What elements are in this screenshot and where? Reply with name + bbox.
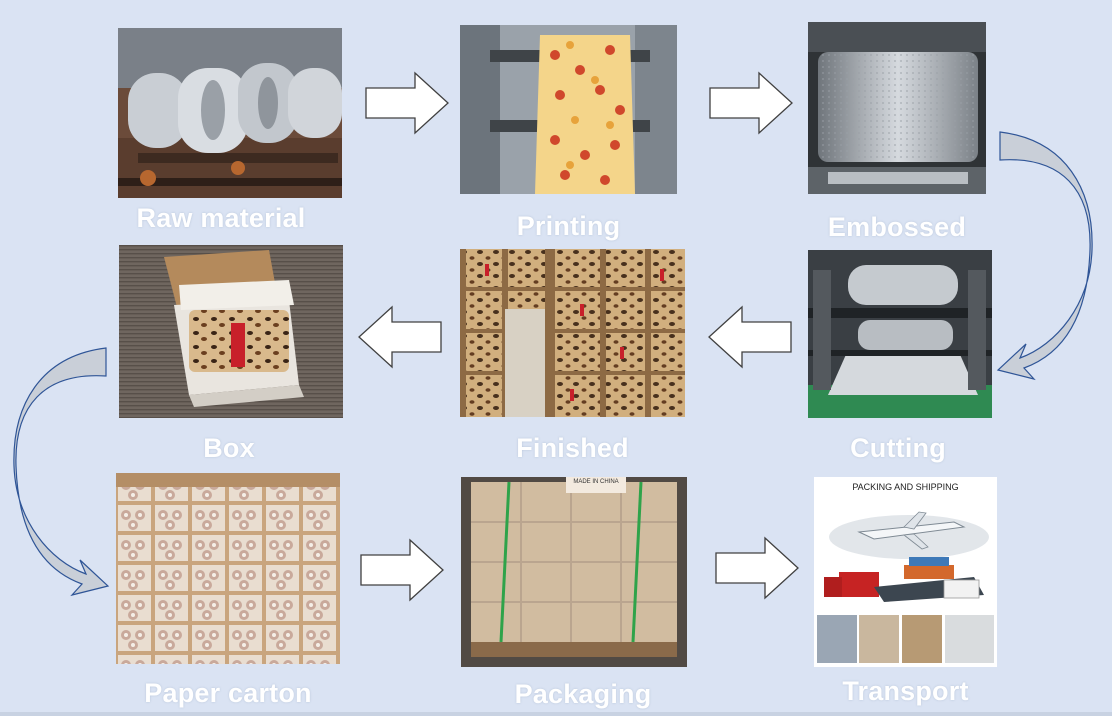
paper-carton-photo	[116, 473, 340, 664]
step-label-raw-material: Raw material	[136, 203, 306, 233]
right-arrow-2	[709, 71, 793, 135]
box-photo	[119, 245, 343, 418]
embossed-photo	[808, 22, 986, 194]
step-label-paper-carton: Paper carton	[144, 678, 312, 708]
right-arrow-1	[365, 71, 449, 135]
step-label-printing: Printing	[516, 211, 621, 241]
step-label-cutting: Cutting	[850, 433, 946, 463]
left-arrow-2	[708, 305, 792, 369]
step-label-embossed: Embossed	[827, 212, 967, 242]
bottom-divider	[0, 712, 1112, 716]
curved-arrow-left	[10, 346, 110, 597]
left-arrow-1	[358, 305, 442, 369]
step-label-transport: Transport	[842, 676, 969, 706]
cutting-photo	[808, 250, 992, 418]
right-arrow-3	[360, 538, 444, 602]
step-label-box: Box	[203, 433, 255, 463]
packing-and-shipping-text: PACKING AND SHIPPING	[852, 482, 959, 492]
step-label-finished: Finished	[516, 433, 629, 463]
curved-arrow-right	[996, 130, 1096, 381]
step-label-packaging: Packaging	[514, 679, 652, 709]
printing-photo	[460, 25, 677, 194]
made-in-china-text: MADE IN CHINA	[573, 479, 619, 485]
finished-photo	[460, 249, 685, 417]
transport-photo: PACKING AND SHIPPING	[814, 477, 997, 667]
right-arrow-4	[715, 536, 799, 600]
packaging-photo: MADE IN CHINA	[461, 477, 687, 667]
raw-material-photo	[118, 28, 342, 198]
